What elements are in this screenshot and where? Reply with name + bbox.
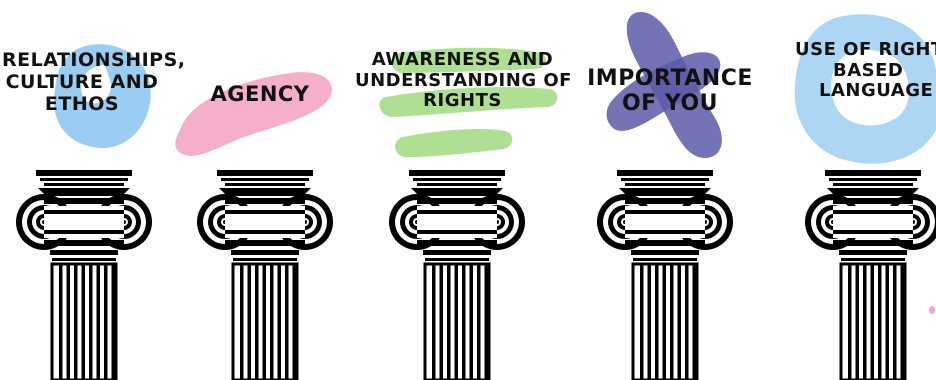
pillar-awareness: Awareness and understanding of rights: [355, 0, 571, 380]
splash-ring: [794, 14, 936, 164]
pillar-language: Use of Rights Based Language: [794, 0, 936, 380]
ionic-column: [597, 170, 733, 380]
pillar-label: Agency: [195, 82, 325, 106]
label-line: understanding of: [355, 69, 572, 91]
splash-stripes: [379, 47, 558, 157]
accent-dot: [929, 306, 935, 314]
splash-stroke: [175, 72, 332, 156]
label-line: Awareness and: [371, 49, 554, 70]
ionic-column: [16, 170, 152, 380]
label-line: Agency: [210, 82, 310, 106]
pillar-relationships: Relationships, culture and ethos: [2, 0, 185, 380]
label-line: Relationships,: [2, 49, 186, 71]
label-line: Importance: [587, 66, 753, 91]
splash-blob: [54, 44, 151, 149]
label-line: Language: [819, 80, 934, 102]
pillar-label: Awareness and understanding of rights: [355, 49, 572, 112]
pillar-label: Use of Rights Based Language: [795, 39, 936, 102]
label-line: Use of Rights: [795, 39, 936, 60]
label-line: Based: [833, 59, 904, 81]
label-line: ethos: [44, 92, 120, 115]
pillar-agency: Agency: [175, 0, 345, 380]
ionic-column: [805, 170, 936, 380]
pillar-label: Relationships, culture and ethos: [2, 49, 186, 116]
label-line: of You: [621, 91, 719, 117]
pillar-label: Importance of You: [585, 66, 755, 117]
label-line: culture and: [5, 70, 159, 93]
ionic-column: [389, 170, 525, 380]
splash-cross: [606, 12, 722, 158]
pillar-importance: Importance of You: [587, 0, 752, 380]
ionic-column: [197, 170, 333, 380]
label-line: rights: [423, 90, 502, 112]
